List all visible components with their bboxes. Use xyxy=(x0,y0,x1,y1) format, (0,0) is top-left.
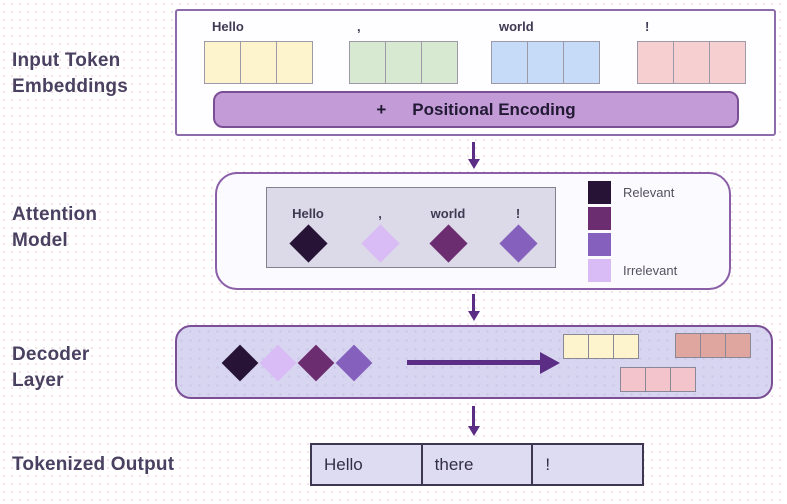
decoder-diamond-slot xyxy=(259,344,296,381)
embedding-cell xyxy=(613,334,639,359)
decoder-diamond-slot xyxy=(297,344,334,381)
decoder-output-yellow-token xyxy=(563,334,639,359)
input-token-world-label: world xyxy=(499,19,534,34)
decoder-output-pink-token xyxy=(620,367,696,392)
down-arrow-input-to-attention xyxy=(472,142,475,160)
embedding-cell xyxy=(527,41,564,84)
down-arrow-decoder-to-output xyxy=(472,406,475,427)
plus-sign: + xyxy=(376,99,387,119)
decoder-diamond-slot xyxy=(335,344,372,381)
embedding-cell xyxy=(673,41,710,84)
embedding-cell xyxy=(700,333,726,358)
output-cell-hello: Hello xyxy=(312,445,423,484)
embedding-cell xyxy=(563,41,600,84)
input-token-hello-label: Hello xyxy=(212,19,244,34)
tokenized-output-table: Hello there ! xyxy=(310,443,644,486)
embedding-cell xyxy=(709,41,746,84)
input-token-exclamation: ! xyxy=(637,19,749,84)
embedding-cell xyxy=(620,367,646,392)
attention-token-exclamation: ! xyxy=(483,206,553,263)
section-label-attention-model: Attention Model xyxy=(12,204,98,251)
embedding-cell xyxy=(725,333,751,358)
legend-swatch-light xyxy=(588,259,611,282)
attention-diamond-relevant xyxy=(428,224,468,263)
positional-encoding-label: Positional Encoding xyxy=(412,99,576,119)
embedding-cell xyxy=(491,41,528,84)
input-token-world: world xyxy=(491,19,603,84)
embedding-cell xyxy=(421,41,458,84)
positional-encoding-bar: + Positional Encoding xyxy=(213,91,739,128)
input-token-exclamation-label: ! xyxy=(645,19,650,34)
input-token-hello: Hello xyxy=(204,19,316,84)
decoder-transform-arrow xyxy=(407,360,540,365)
output-cell-exclamation: ! xyxy=(545,454,551,474)
embedding-cell xyxy=(675,333,701,358)
input-token-exclamation-cells xyxy=(637,41,749,84)
decoder-diamond-row xyxy=(221,344,372,381)
embedding-cell xyxy=(204,41,241,84)
input-token-comma-cells xyxy=(349,41,461,84)
embedding-cell xyxy=(588,334,614,359)
attention-diamond-medium xyxy=(498,224,538,263)
embedding-cell xyxy=(276,41,313,84)
input-token-hello-cells xyxy=(204,41,316,84)
decoder-diamond-medium xyxy=(335,344,372,381)
attention-token-hello-label: Hello xyxy=(292,206,324,221)
embedding-cell xyxy=(637,41,674,84)
attention-token-hello: Hello xyxy=(273,206,343,263)
embedding-cell xyxy=(645,367,671,392)
embedding-cell xyxy=(670,367,696,392)
legend-swatch-dark xyxy=(588,207,611,230)
embedding-cell xyxy=(563,334,589,359)
decoder-diamond-slot xyxy=(221,344,258,381)
legend-swatch-medium xyxy=(588,233,611,256)
output-cell-there: there xyxy=(423,445,534,484)
legend-label-relevant: Relevant xyxy=(623,185,675,200)
embedding-cell xyxy=(240,41,277,84)
decoder-diamond-light xyxy=(259,344,296,381)
attention-token-world: world xyxy=(413,206,483,263)
section-label-tokenized-output: Tokenized Output xyxy=(12,454,175,475)
embedding-cell xyxy=(385,41,422,84)
section-label-input-token-embeddings: Input Token Embeddings xyxy=(12,50,129,97)
decoder-diamond-dark xyxy=(297,344,334,381)
decoder-diamond-darkest xyxy=(221,344,258,381)
decoder-output-salmon-token xyxy=(675,333,751,358)
input-token-world-cells xyxy=(491,41,603,84)
down-arrow-attention-to-decoder xyxy=(472,294,475,312)
embedding-cell xyxy=(349,41,386,84)
section-label-decoder-layer: Decoder Layer xyxy=(12,344,90,391)
legend-label-irrelevant: Irrelevant xyxy=(623,263,678,278)
attention-token-world-label: world xyxy=(430,206,466,221)
legend-swatch-darkest xyxy=(588,181,611,204)
attention-diamond-relevant xyxy=(288,224,328,263)
attention-diamond-irrelevant xyxy=(360,224,400,263)
attention-token-comma: , xyxy=(345,206,415,263)
input-token-comma-label: , xyxy=(357,19,361,34)
attention-token-exclamation-label: ! xyxy=(515,206,521,221)
attention-token-comma-label: , xyxy=(378,206,382,221)
input-token-comma: , xyxy=(349,19,461,84)
